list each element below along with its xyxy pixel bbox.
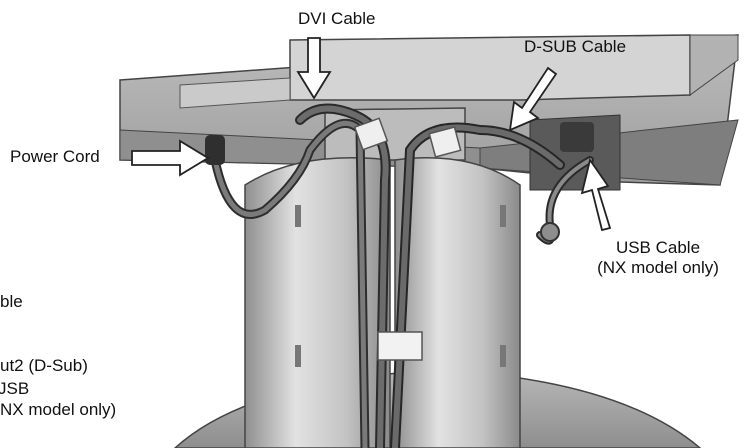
partial-label-4: NX model only) bbox=[0, 400, 117, 419]
partial-label-3: JSB bbox=[0, 379, 30, 398]
cable-bundle bbox=[205, 103, 594, 448]
partial-label-1: ble bbox=[0, 292, 23, 311]
usb-cable-label: USB Cable (NX model only) bbox=[583, 238, 733, 278]
power-cord-label: Power Cord bbox=[10, 147, 100, 166]
usb-cable-label-line1: USB Cable bbox=[615, 238, 701, 257]
dvi-cable-label: DVI Cable bbox=[298, 9, 376, 28]
dsub-arrow-icon bbox=[508, 66, 558, 132]
dvi-arrow-icon bbox=[296, 37, 332, 100]
usb-arrow-icon bbox=[580, 157, 612, 232]
power-arrow-icon bbox=[131, 139, 210, 177]
stand-column bbox=[244, 107, 521, 448]
callout-arrows bbox=[131, 37, 612, 232]
cable-clips bbox=[353, 117, 462, 361]
dsub-cable-label: D-SUB Cable bbox=[524, 37, 627, 56]
partial-label-2: ut2 (D-Sub) bbox=[0, 356, 88, 375]
usb-cable-label-line2: (NX model only) bbox=[597, 258, 719, 277]
